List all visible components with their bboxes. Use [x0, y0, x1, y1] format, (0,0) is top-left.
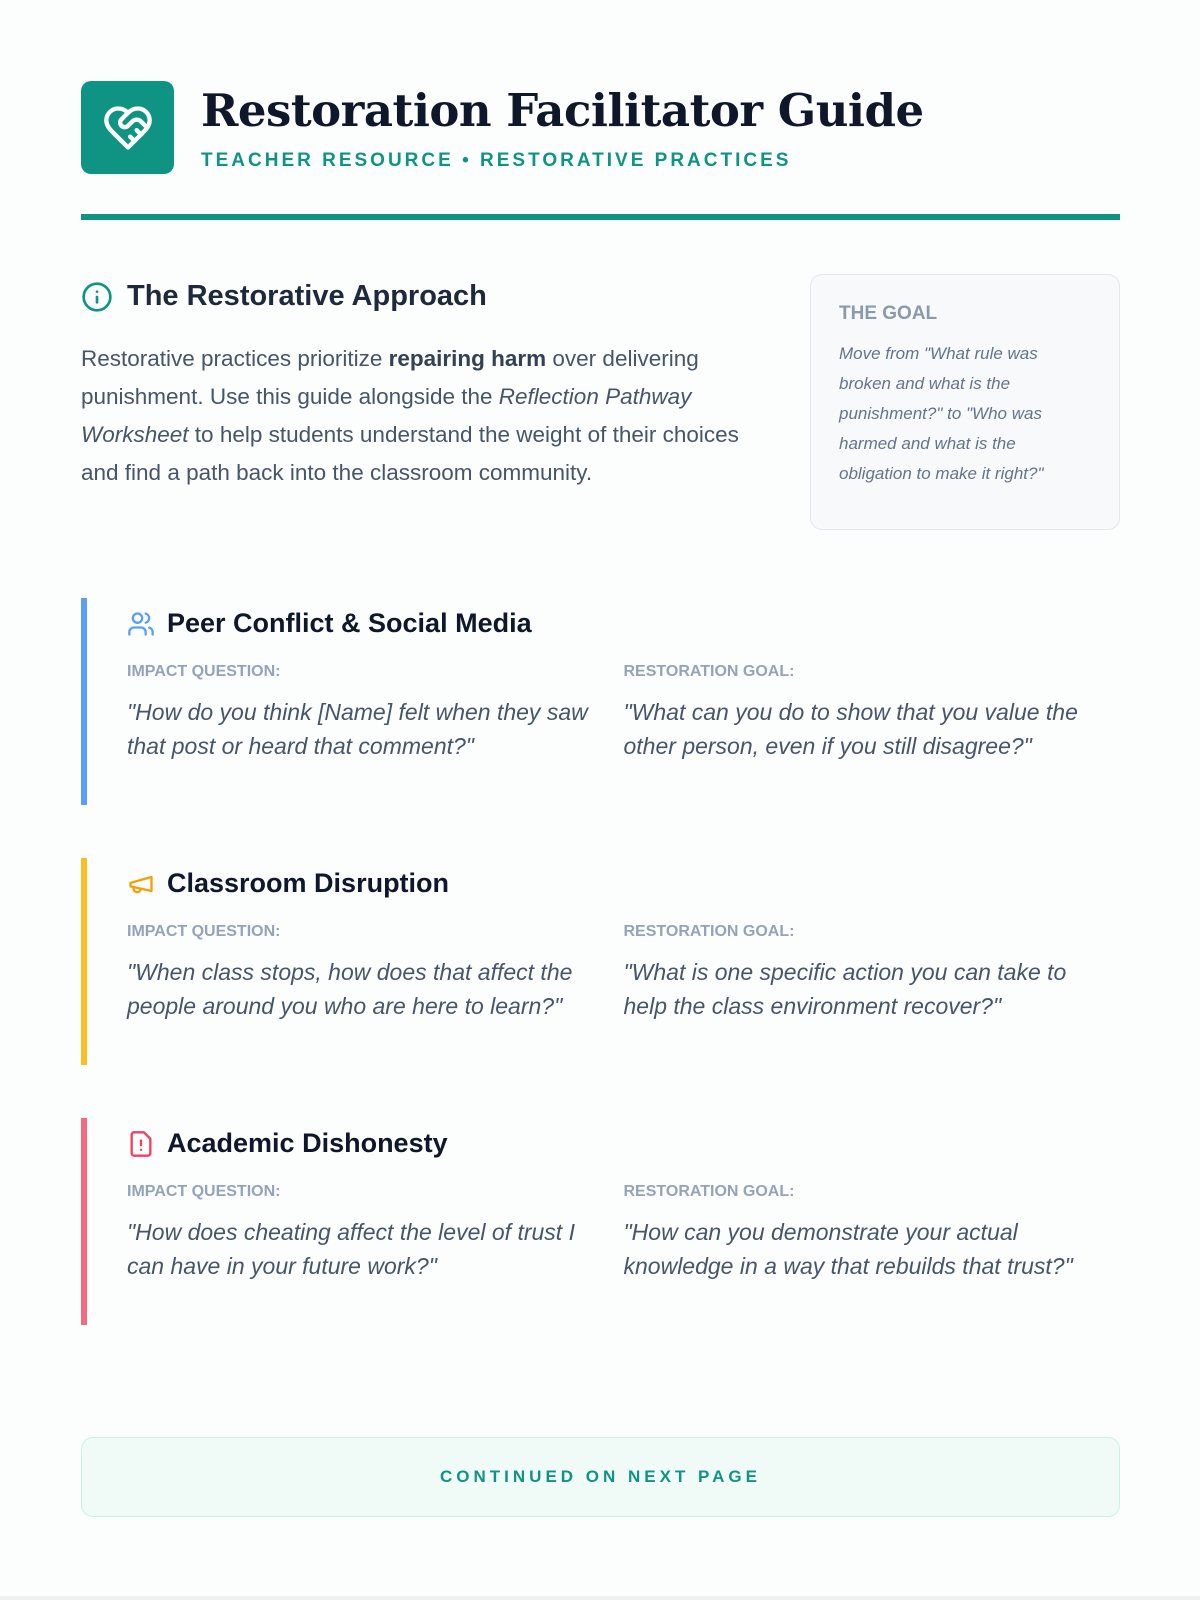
intro-paragraph: Restorative practices prioritize repairi… [81, 340, 741, 492]
megaphone-icon [129, 875, 153, 893]
worksheet-reference: Reflection Pathway Worksheet [81, 384, 692, 447]
goal-label: RESTORATION GOAL: [623, 1183, 795, 1200]
goal-text: Move from "What rule was broken and what… [839, 344, 1044, 483]
impact-question: "How do you think [Name] felt when they … [127, 699, 588, 759]
scenario-title: Academic Dishonesty [167, 1128, 448, 1158]
intro-text: Restorative practices prioritize [81, 346, 389, 371]
restoration-goal: "What is one specific action you can tak… [623, 959, 1067, 1019]
accent-bar [81, 1118, 87, 1325]
impact-label: IMPACT QUESTION: [127, 1183, 281, 1200]
scenario-card: Academic Dishonesty IMPACT QUESTION: "How… [81, 1118, 1120, 1325]
info-icon [82, 281, 112, 312]
impact-question: "When class stops, how does that affect … [127, 959, 573, 1019]
accent-bar [81, 598, 87, 805]
users-icon [128, 611, 154, 636]
restoration-goal: "How can you demonstrate your actual kno… [623, 1219, 1073, 1279]
file-alert-icon [130, 1130, 152, 1157]
goal-label: RESTORATION GOAL: [623, 923, 795, 940]
restoration-goal: "What can you do to show that you value … [623, 699, 1078, 759]
continued-banner: CONTINUED ON NEXT PAGE [81, 1437, 1120, 1517]
impact-label: IMPACT QUESTION: [127, 923, 281, 940]
intro-text: over delivering punishment. Use this gui… [81, 346, 699, 409]
intro-text: to help students understand the weight o… [81, 422, 739, 485]
intro-bold: repairing harm [388, 346, 547, 371]
scenario-card: Classroom Disruption IMPACT QUESTION: "Wh… [81, 858, 1120, 1065]
header-divider [81, 214, 1120, 220]
impact-label: IMPACT QUESTION: [127, 663, 281, 680]
scenario-title: Classroom Disruption [167, 868, 450, 898]
accent-bar [81, 858, 87, 1065]
heart-handshake-icon [103, 105, 152, 150]
page-edge [0, 1596, 1200, 1600]
impact-question: "How does cheating affect the level of t… [127, 1219, 575, 1279]
logo [81, 81, 174, 174]
scenario-card: Peer Conflict & Social Media IMPACT QUES… [81, 598, 1120, 805]
scenario-title: Peer Conflict & Social Media [167, 608, 532, 638]
section-heading: The Restorative Approach [81, 280, 487, 313]
section-title: The Restorative Approach [127, 280, 487, 312]
goal-callout: THE GOAL Move from "What rule was broken… [810, 274, 1120, 530]
page-title: Restoration Facilitator Guide [201, 84, 924, 137]
page-subtitle: TEACHER RESOURCE • RESTORATIVE PRACTICES [201, 150, 792, 171]
goal-label: RESTORATION GOAL: [623, 663, 795, 680]
goal-title: THE GOAL [839, 303, 938, 324]
